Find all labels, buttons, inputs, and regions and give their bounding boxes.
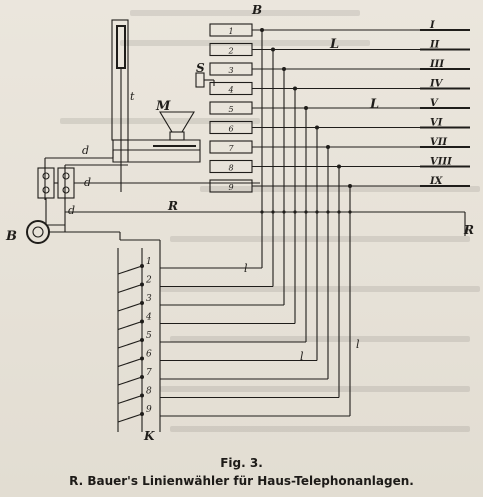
switch-lever (117, 302, 143, 312)
plate-number: 6 (228, 125, 233, 134)
switch-lever (117, 394, 143, 405)
label-d1: d (82, 144, 89, 157)
switch-number: 1 (146, 257, 152, 267)
crossing-dot (293, 210, 297, 214)
label-r2: R (463, 223, 474, 237)
label-k: K (143, 429, 155, 443)
switch-number: 3 (146, 294, 152, 304)
switch-lever (117, 339, 143, 349)
switch-number: 6 (146, 350, 152, 360)
station-label: V (430, 98, 439, 109)
switch-number: 8 (146, 387, 152, 397)
station-label: IV (429, 79, 444, 90)
stud-panel (195, 72, 214, 88)
label-l3: l (356, 338, 360, 351)
switch-column: 1 2 3 4 5 6 7 8 9 (117, 239, 161, 432)
telephone-apparatus (111, 19, 201, 163)
plate-number: 2 (227, 47, 233, 56)
plate-number: 5 (228, 105, 233, 114)
station-label: II (429, 40, 440, 51)
label-l1: l (244, 262, 248, 275)
switch-lever (117, 320, 143, 331)
label-l-top: L (329, 37, 339, 52)
label-l-mid: L (369, 97, 379, 112)
label-battery: B (5, 229, 17, 244)
plate-number: 7 (228, 144, 234, 153)
line-wires (160, 30, 352, 417)
switch-number: 5 (146, 331, 152, 341)
station-label: I (429, 20, 435, 31)
label-t: t (130, 90, 135, 103)
station-label: VI (430, 118, 443, 129)
contact-plates: 1 2 3 4 5 6 7 8 9 (209, 23, 253, 193)
battery-circuit (26, 140, 466, 244)
crossing-dot (282, 210, 286, 214)
crossing-dot (326, 210, 330, 214)
crossing-dot (260, 210, 264, 214)
plate-number: 9 (228, 183, 233, 192)
crossing-dot (348, 210, 352, 214)
switch-number: 4 (145, 313, 152, 323)
station-label: III (429, 59, 444, 70)
switch-lever (117, 413, 143, 423)
station-label: VIII (430, 157, 452, 168)
crossing-dot (315, 210, 319, 214)
crossing-dot (271, 210, 275, 214)
switch-number: 7 (146, 368, 152, 378)
station-label: VII (430, 137, 447, 148)
switch-lever (117, 357, 143, 368)
switch-number: 9 (146, 405, 152, 415)
switch-lever (117, 376, 143, 386)
plate-number: 8 (228, 164, 233, 173)
crossing-dot (337, 210, 341, 214)
plate-number: 4 (227, 86, 233, 95)
label-r1: R (167, 199, 178, 213)
label-s: S (196, 61, 205, 75)
crossing-dot (304, 210, 308, 214)
switch-lever (117, 283, 143, 294)
switch-lever (117, 265, 143, 275)
plate-number: 1 (228, 27, 233, 36)
label-m: M (155, 99, 171, 114)
label-b-top: B (251, 3, 262, 17)
figure-caption: R. Bauer's Linienwähler für Haus-Telepho… (69, 474, 414, 488)
figure-number: Fig. 3. (220, 456, 263, 470)
station-label: IX (429, 176, 444, 187)
label-d3: d (68, 204, 75, 217)
label-l2: l (300, 350, 304, 363)
plate-number: 3 (228, 66, 233, 75)
switch-number: 2 (145, 276, 152, 286)
label-d2: d (84, 176, 91, 189)
